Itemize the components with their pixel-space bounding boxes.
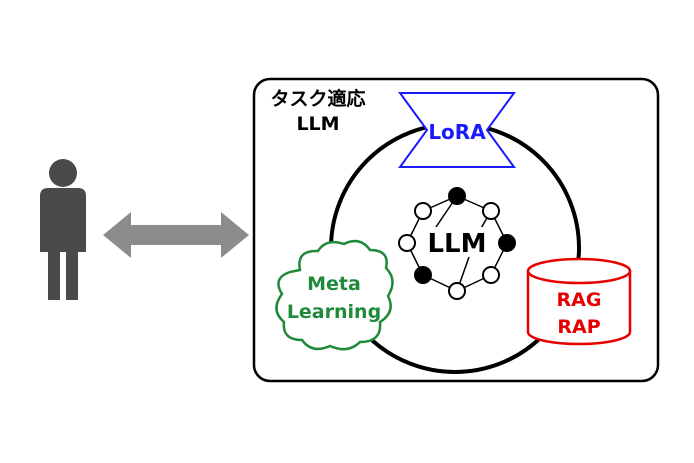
meta-label-line1: Meta bbox=[307, 273, 361, 295]
meta-learning-node: Meta Learning bbox=[275, 239, 394, 351]
cloud-icon bbox=[275, 239, 394, 351]
rag-label-line1: RAG bbox=[557, 289, 602, 311]
rag-label-line2: RAP bbox=[557, 316, 600, 338]
box-title-line1: タスク適応 bbox=[270, 87, 365, 110]
hourglass-icon bbox=[398, 92, 516, 168]
double-arrow-icon bbox=[103, 212, 249, 258]
cylinder-icon bbox=[526, 257, 632, 346]
meta-label-line2: Learning bbox=[287, 301, 381, 323]
rag-rap-node: RAG RAP bbox=[526, 257, 632, 346]
task-llm-box bbox=[252, 77, 660, 383]
llm-center-label: LLM bbox=[427, 229, 486, 259]
network-icon: LLM bbox=[398, 187, 516, 300]
person-icon bbox=[40, 159, 86, 300]
lora-label: LoRA bbox=[428, 120, 486, 144]
lora-node: LoRA bbox=[398, 92, 516, 168]
box-title-line2: LLM bbox=[296, 113, 339, 135]
